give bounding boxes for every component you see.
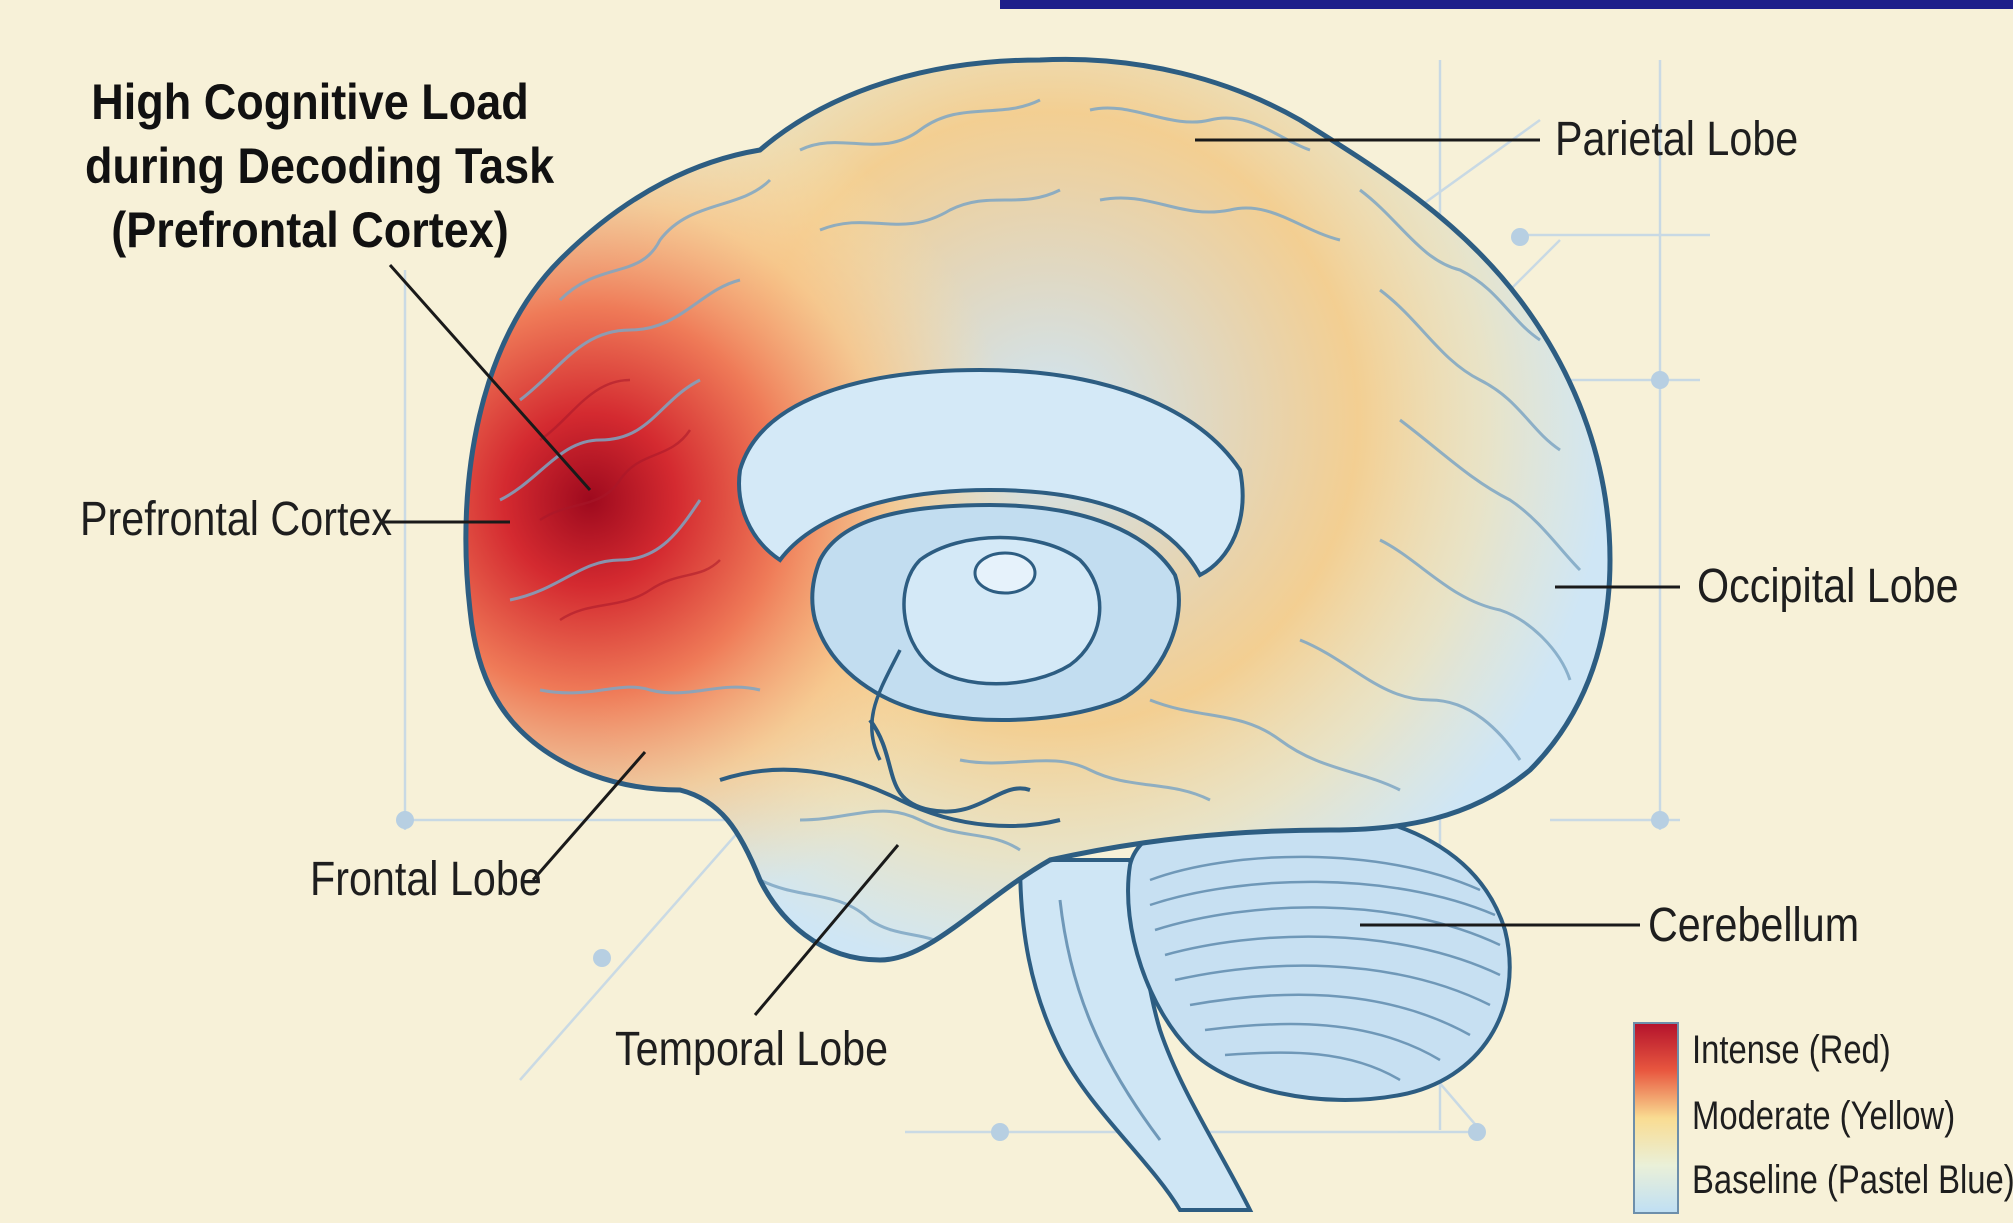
- title-line-2: during Decoding Task: [85, 134, 535, 198]
- diagram-title: High Cognitive Load during Decoding Task…: [85, 70, 535, 262]
- title-line-1: High Cognitive Load: [85, 70, 535, 134]
- legend-baseline: Baseline (Pastel Blue): [1692, 1158, 2013, 1203]
- label-frontal-lobe: Frontal Lobe: [310, 852, 542, 907]
- title-line-3: (Prefrontal Cortex): [85, 198, 535, 262]
- label-parietal-lobe: Parietal Lobe: [1555, 112, 1798, 167]
- legend-intense: Intense (Red): [1692, 1028, 1891, 1073]
- top-bar: [1000, 0, 2013, 9]
- label-temporal-lobe: Temporal Lobe: [615, 1022, 888, 1077]
- label-cerebellum: Cerebellum: [1648, 898, 1859, 953]
- label-occipital-lobe: Occipital Lobe: [1697, 559, 1959, 614]
- legend-color-bar: [1634, 1023, 1678, 1213]
- legend-moderate: Moderate (Yellow): [1692, 1094, 1955, 1139]
- label-prefrontal-cortex: Prefrontal Cortex: [80, 492, 392, 547]
